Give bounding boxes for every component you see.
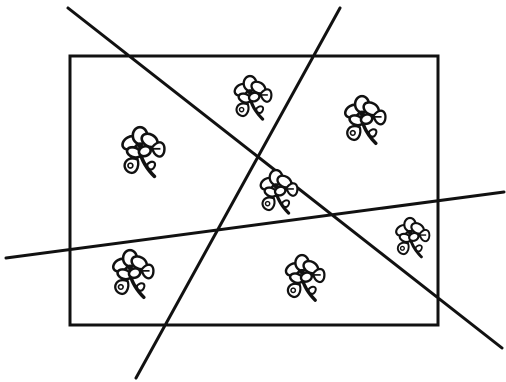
flower-icon-bottom-center <box>284 255 325 300</box>
line-nearly-horizontal <box>6 192 504 258</box>
flower-icon-center <box>259 170 298 213</box>
flower-icon-left <box>120 127 164 176</box>
flower-icon-top-right <box>343 96 385 143</box>
line-diagonal-ascending <box>136 8 340 378</box>
flower-icon-top-center <box>233 76 272 119</box>
flower-icon-bottom-left <box>111 250 153 297</box>
flower-icon-right-edge <box>394 218 429 257</box>
